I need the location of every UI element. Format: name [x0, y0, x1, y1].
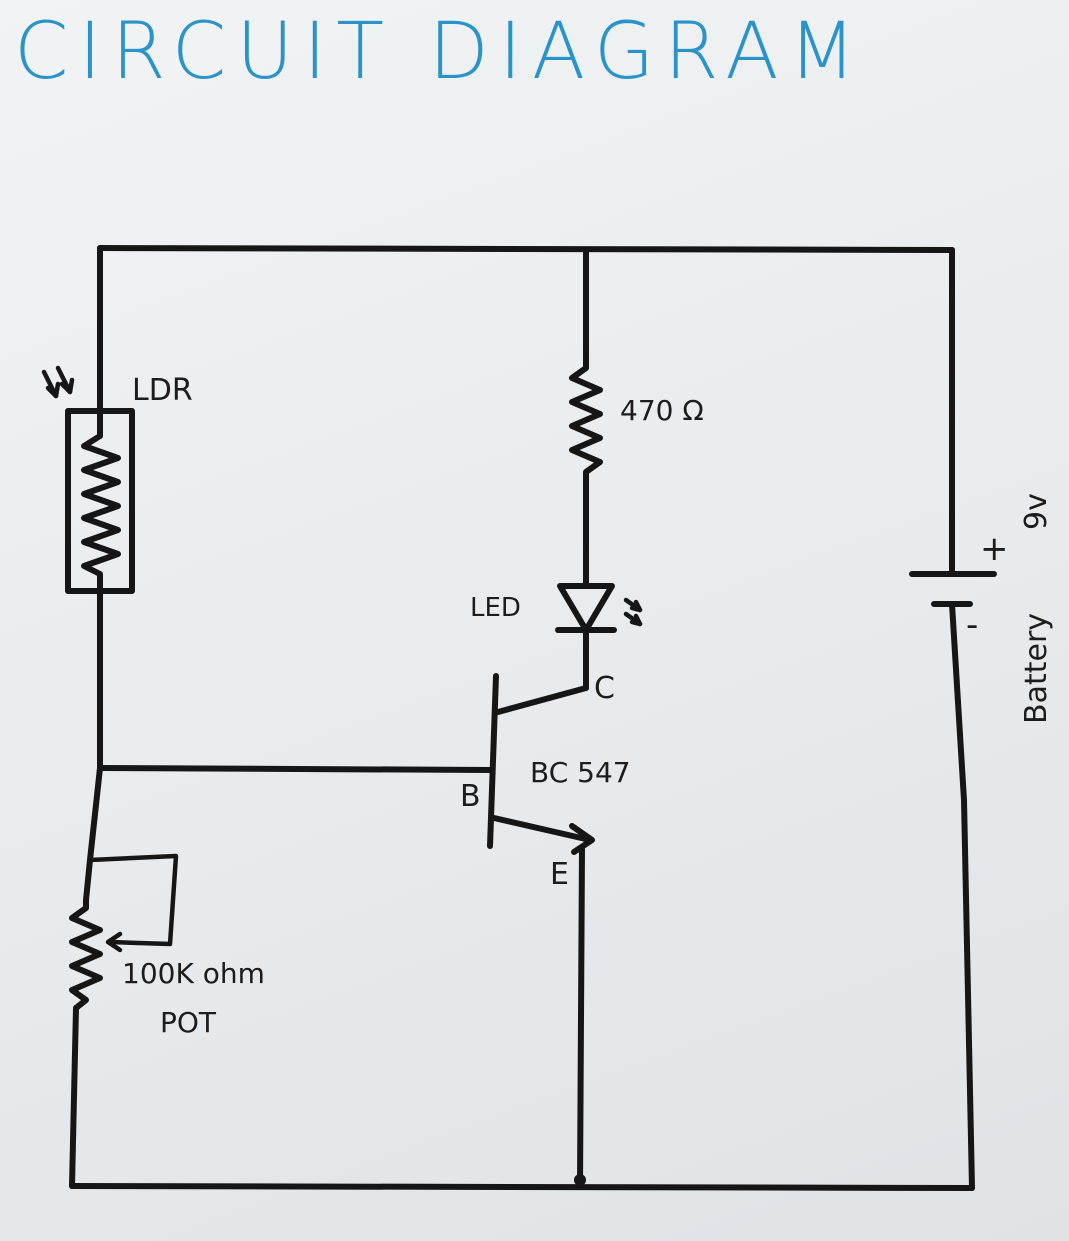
battery-label: Battery [1019, 613, 1054, 724]
pot-resistor-zigzag [69, 897, 103, 1011]
led-light-arrows-icon [623, 597, 643, 627]
top-wire [97, 245, 955, 253]
transistor-label: BC 547 [530, 756, 631, 789]
ldr-light-arrows-icon [41, 365, 75, 399]
battery-voltage-label: 9v [1019, 493, 1054, 530]
battery-plus-label: + [980, 529, 1009, 569]
ldr-resistor-zigzag [81, 408, 121, 594]
pot-value-label: 100K ohm [122, 957, 265, 990]
pot-top-wire [83, 765, 103, 903]
pot-wiper-arrow-icon [105, 931, 123, 953]
resistor-label: 470 Ω [620, 394, 704, 427]
base-wire [97, 765, 495, 773]
led-label: LED [470, 593, 521, 623]
ldr-label: LDR [132, 373, 193, 408]
emitter-label: E [550, 857, 569, 892]
led-triangle [557, 583, 615, 633]
base-label: B [460, 779, 481, 814]
collector-label: C [594, 671, 615, 706]
pot-wiper [87, 853, 179, 947]
emitter-wire [491, 815, 593, 843]
transistor-base-bar [487, 673, 499, 849]
battery-minus-label: - [966, 605, 978, 645]
resistor-470-zigzag [569, 357, 603, 483]
pot-bottom-wire [69, 1005, 79, 1189]
collector-wire [495, 627, 589, 715]
pot-label: POT [160, 1006, 217, 1039]
bottom-wire [69, 1183, 975, 1191]
diagram-title: CIRCUIT DIAGRAM [14, 7, 866, 97]
battery-bottom-wire [949, 601, 975, 1191]
ground-junction-dot [574, 1174, 586, 1186]
emitter-ground-wire [577, 845, 585, 1189]
